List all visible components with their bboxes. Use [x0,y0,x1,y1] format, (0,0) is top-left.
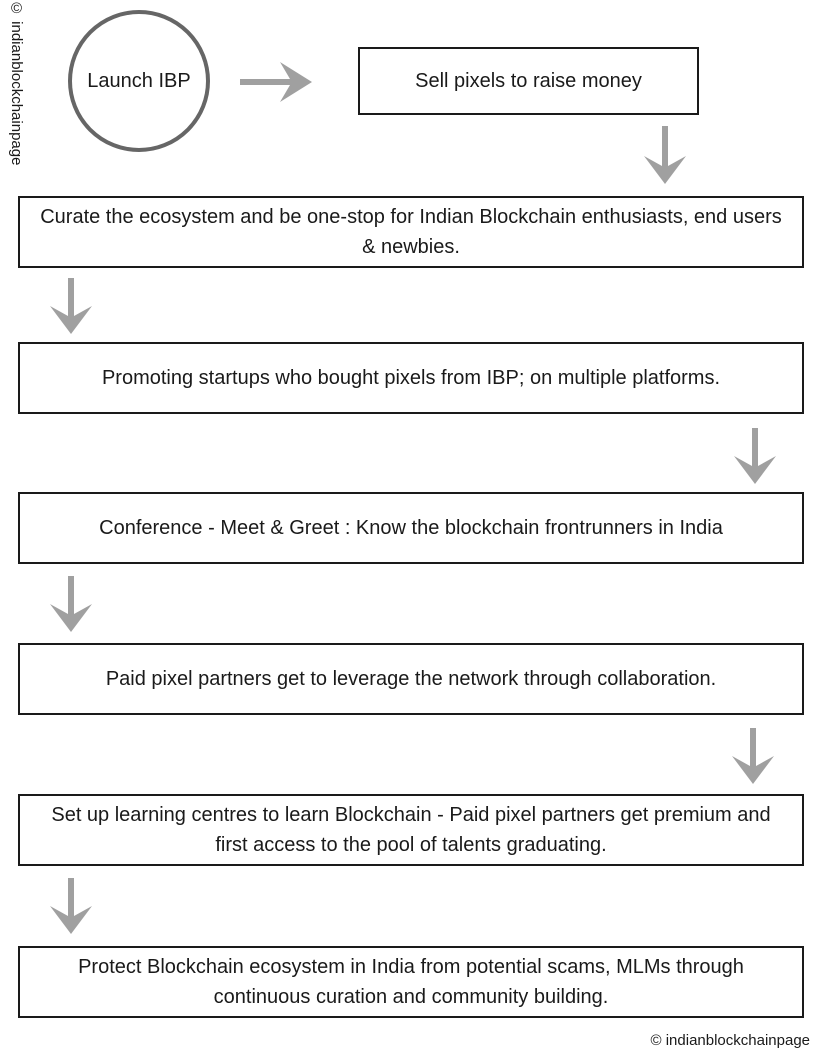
arrow-down-icon [50,576,92,632]
step-conference: Conference - Meet & Greet : Know the blo… [18,492,804,564]
vertical-watermark: © indianblockchainpage [0,0,30,180]
step-paid-pixel-partners: Paid pixel partners get to leverage the … [18,643,804,715]
step-text: Set up learning centres to learn Blockch… [51,804,771,856]
bottom-watermark: © indianblockchainpage [650,1032,811,1049]
arrow-down-icon [50,878,92,934]
step-protect-ecosystem: Protect Blockchain ecosystem in India fr… [18,946,804,1018]
step-curate-ecosystem: Curate the ecosystem and be one-stop for… [18,196,804,268]
step-text: Paid pixel partners get to leverage the … [105,668,717,690]
step-sell-pixels: Sell pixels to raise money [358,47,699,115]
step-learning-centres: Set up learning centres to learn Blockch… [18,794,804,866]
arrow-down-icon [50,278,92,334]
step-text: Conference - Meet & Greet : Know the blo… [99,517,723,539]
start-node-label: Launch IBP [87,69,191,92]
arrow-down-icon [734,428,776,484]
step-text: Curate the ecosystem and be one-stop for… [40,206,782,258]
step-text: Promoting startups who bought pixels fro… [101,367,721,389]
arrow-right-icon [240,62,312,102]
arrow-down-icon [644,126,686,184]
step-text: Protect Blockchain ecosystem in India fr… [78,956,744,1008]
arrow-down-icon [732,728,774,784]
start-node-launch-ibp: Launch IBP [68,10,210,152]
vertical-watermark-text: © indianblockchainpage [8,0,25,166]
step-promoting-startups: Promoting startups who bought pixels fro… [18,342,804,414]
step-text: Sell pixels to raise money [415,70,642,92]
